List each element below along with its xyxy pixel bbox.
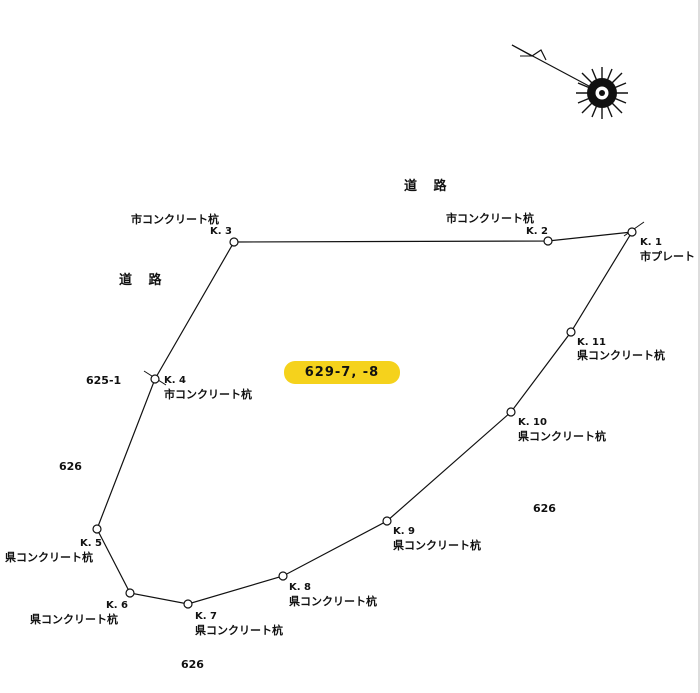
k2-id: K. 2 [526, 226, 548, 237]
survey-point-8 [278, 571, 288, 581]
k3-description: 市コンクリート杭 [131, 213, 219, 226]
survey-point-markers [92, 227, 637, 609]
survey-point-9 [382, 516, 392, 526]
survey-point-2 [543, 236, 553, 246]
k11-id: K. 11 [577, 337, 606, 348]
lot-number-south: 626 [181, 658, 204, 671]
lot-number-west-middle: 626 [59, 460, 82, 473]
lot-number-west-upper: 625-1 [86, 374, 122, 387]
north-arrow-compass-icon [511, 44, 628, 119]
k8-description: 県コンクリート杭 [289, 595, 377, 608]
road-label-west: 道 路 [119, 273, 168, 288]
k2-description: 市コンクリート杭 [446, 212, 534, 225]
k8-id: K. 8 [289, 582, 311, 593]
survey-point-4 [150, 374, 160, 384]
k4-description: 市コンクリート杭 [164, 388, 252, 401]
k10-description: 県コンクリート杭 [518, 430, 606, 443]
k9-description: 県コンクリート杭 [393, 539, 481, 552]
parcel-number-badge: 629-7, -8 [284, 361, 400, 384]
k6-id: K. 6 [106, 600, 128, 611]
k7-description: 県コンクリート杭 [195, 624, 283, 637]
k6-description: 県コンクリート杭 [30, 613, 118, 626]
road-label-north: 道 路 [404, 179, 453, 194]
survey-point-11 [566, 327, 576, 337]
k7-id: K. 7 [195, 611, 217, 622]
k5-id: K. 5 [80, 538, 102, 549]
k1-description: 市プレート [640, 250, 695, 263]
survey-point-5 [92, 524, 102, 534]
k4-id: K. 4 [164, 375, 186, 386]
k1-id: K. 1 [640, 237, 662, 248]
k5-description: 県コンクリート杭 [5, 551, 93, 564]
survey-point-3 [229, 237, 239, 247]
survey-point-1 [627, 227, 637, 237]
scan-edge [698, 0, 700, 693]
survey-point-6 [125, 588, 135, 598]
parcel-boundary [96, 231, 634, 605]
survey-point-10 [506, 407, 516, 417]
k9-id: K. 9 [393, 526, 415, 537]
lot-number-east: 626 [533, 502, 556, 515]
k10-id: K. 10 [518, 417, 547, 428]
k11-description: 県コンクリート杭 [577, 349, 665, 362]
k3-id: K. 3 [210, 226, 232, 237]
survey-point-7 [183, 599, 193, 609]
